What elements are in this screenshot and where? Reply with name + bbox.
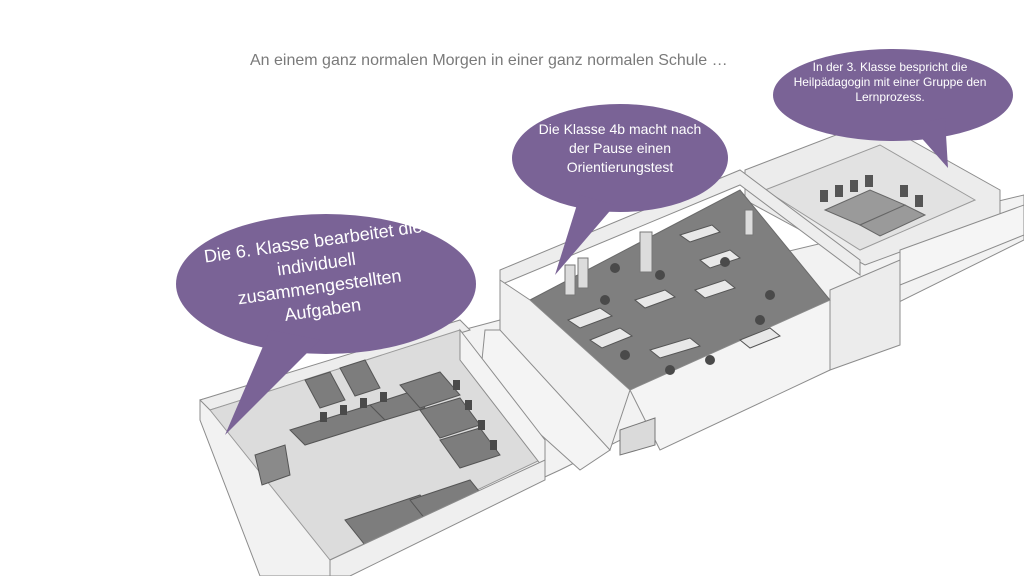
class4b-chairs <box>600 257 775 375</box>
class3-chairs <box>820 175 923 207</box>
bubble-class4b-text: Die Klasse 4b macht nach der Pause einen… <box>538 121 702 175</box>
bubble-class3-shape <box>773 49 1013 168</box>
class4b-desks <box>566 224 781 359</box>
room-class6-front-edge <box>329 459 546 576</box>
room-class4b-door <box>619 417 656 456</box>
class4b-shelves <box>564 209 754 296</box>
class6-teacher-desk <box>254 444 291 486</box>
bubble-class3-text: In der 3. Klasse bespricht die Heilpädag… <box>793 60 987 104</box>
bubble-class6-shape <box>176 214 476 435</box>
class3-table <box>823 189 927 237</box>
slide-title: An einem ganz normalen Morgen in einer g… <box>250 52 728 69</box>
bubble-class4b-shape <box>512 104 728 275</box>
